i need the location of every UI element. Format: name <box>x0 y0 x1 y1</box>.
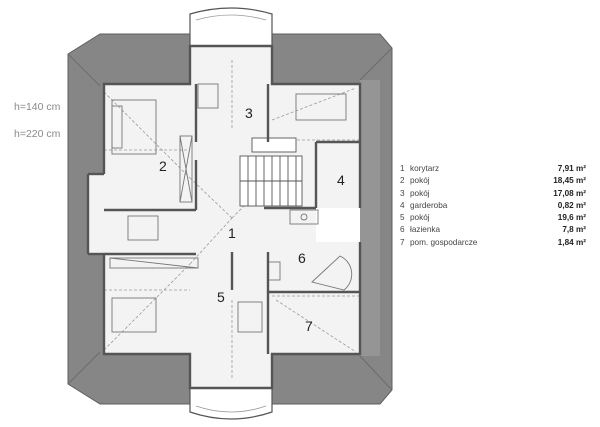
legend-room-number: 7 <box>400 237 405 247</box>
legend-room-name: łazienka <box>410 225 441 235</box>
legend-room-number: 4 <box>400 200 405 210</box>
room-number-1: 1 <box>228 225 236 241</box>
room-area-legend: 1 korytarz 7,91 m² 2 pokój 18,45 m² 3 po… <box>400 163 586 249</box>
legend-room-number: 1 <box>400 164 405 173</box>
legend-room-area: 17,08 m² <box>553 188 586 198</box>
legend-room-number: 3 <box>400 188 405 198</box>
floor-area <box>88 46 360 388</box>
room-numbers: 1 2 3 4 5 6 7 <box>159 105 345 334</box>
legend-row: 4 garderoba 0,82 m² <box>400 200 586 212</box>
room-number-5: 5 <box>217 289 225 305</box>
legend-room-area: 0,82 m² <box>557 200 586 210</box>
legend-room-name: pom. gospodarcze <box>410 237 478 247</box>
staircase <box>239 137 303 207</box>
height-label-140: h=140 cm <box>14 101 61 113</box>
legend-room-number: 2 <box>400 176 405 186</box>
legend-row: 6 łazienka 7,8 m² <box>400 224 586 236</box>
bay-window-top <box>189 7 273 47</box>
legend-room-number: 6 <box>400 225 405 235</box>
room-number-6: 6 <box>298 250 306 266</box>
legend-row: 2 pokój 18,45 m² <box>400 175 586 187</box>
legend-room-name: garderoba <box>410 200 448 210</box>
legend-room-area: 1,84 m² <box>557 237 586 247</box>
legend-row: 1 korytarz 7,91 m² <box>400 163 586 175</box>
room-number-7: 7 <box>305 318 313 334</box>
legend-room-area: 7,8 m² <box>562 225 586 235</box>
legend-row: 3 pokój 17,08 m² <box>400 188 586 200</box>
legend-room-name: pokój <box>410 188 430 198</box>
bay-window-bottom <box>189 387 273 420</box>
legend-room-area: 18,45 m² <box>553 176 586 186</box>
legend-room-name: korytarz <box>410 164 440 173</box>
room-number-2: 2 <box>159 158 167 174</box>
legend-room-name: pokój <box>410 213 430 223</box>
legend-row: 7 pom. gospodarcze 1,84 m² <box>400 237 586 249</box>
legend-room-name: pokój <box>410 176 430 186</box>
legend-room-number: 5 <box>400 213 405 223</box>
legend-room-area: 7,91 m² <box>557 164 586 173</box>
walls <box>86 44 362 390</box>
room-number-3: 3 <box>245 105 253 121</box>
legend-room-area: 19,6 m² <box>557 213 586 223</box>
furniture <box>109 83 353 333</box>
room-number-4: 4 <box>337 172 345 188</box>
height-label-220: h=220 cm <box>14 128 61 140</box>
legend-row: 5 pokój 19,6 m² <box>400 212 586 224</box>
